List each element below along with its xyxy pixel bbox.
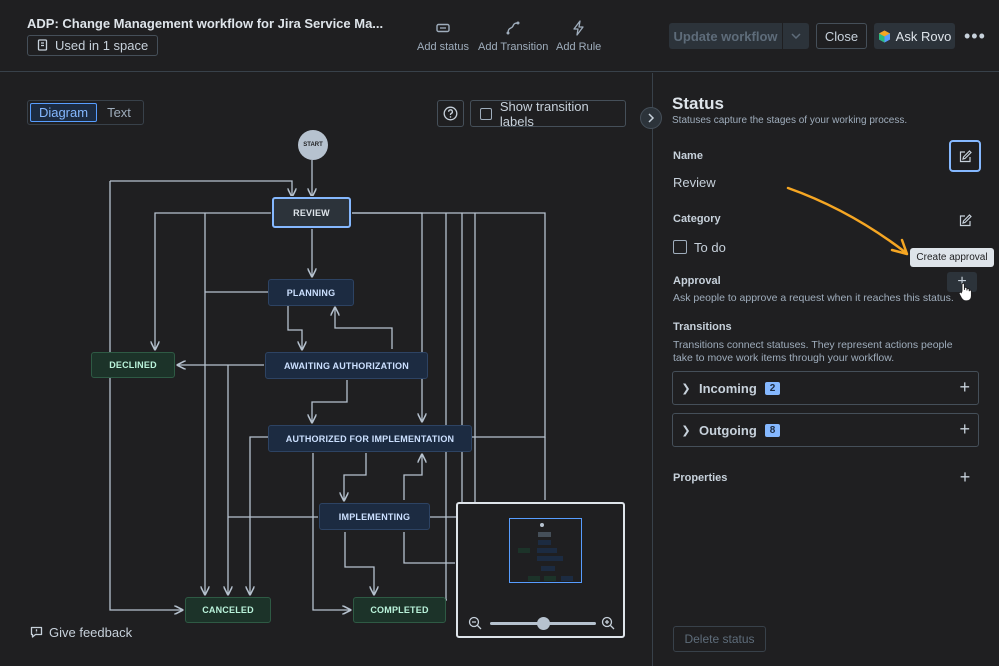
pencil-icon <box>959 149 972 162</box>
workflow-header: ADP: Change Management workflow for Jira… <box>0 0 999 72</box>
add-incoming-icon[interactable]: + <box>959 377 970 397</box>
give-feedback-button[interactable]: Give feedback <box>30 625 132 640</box>
more-options-icon[interactable]: ••• <box>964 26 986 46</box>
status-node-declined[interactable]: DECLINED <box>91 352 175 378</box>
chevron-right-icon: ❯ <box>681 382 691 395</box>
chevron-right-icon <box>648 113 655 123</box>
close-button[interactable]: Close <box>816 23 867 49</box>
hand-cursor-icon <box>958 282 972 302</box>
approval-description: Ask people to approve a request when it … <box>673 292 954 304</box>
question-icon <box>443 106 458 121</box>
outgoing-transitions-section[interactable]: ❯ Outgoing 8 + <box>672 413 979 447</box>
category-label: Category <box>673 213 721 225</box>
help-button[interactable] <box>437 100 464 127</box>
minimap[interactable] <box>456 502 625 638</box>
minimap-viewport[interactable] <box>509 518 582 583</box>
edit-name-button[interactable] <box>949 140 981 172</box>
name-label: Name <box>673 150 703 162</box>
category-value: To do <box>694 240 726 255</box>
add-transition-label: Add Transition <box>478 41 549 53</box>
plus-icon: + <box>957 273 967 290</box>
show-transition-labels-toggle[interactable]: Show transition labels <box>470 98 626 129</box>
status-node-planning[interactable]: PLANNING <box>268 279 354 306</box>
show-labels-checkbox[interactable] <box>480 107 492 120</box>
add-approval-button[interactable]: + <box>947 272 977 292</box>
outgoing-count-badge: 8 <box>764 423 781 437</box>
collapse-panel-button[interactable] <box>640 107 662 129</box>
used-in-spaces-label: Used in 1 space <box>55 38 149 53</box>
give-feedback-label: Give feedback <box>49 625 133 640</box>
incoming-count-badge: 2 <box>764 381 781 395</box>
annotation-arrow-icon <box>786 186 909 256</box>
transitions-label: Transitions <box>673 321 732 333</box>
plus-icon: + <box>959 466 971 487</box>
incoming-label: Incoming <box>699 380 757 396</box>
status-details-panel <box>652 73 999 666</box>
status-node-review[interactable]: REVIEW <box>272 197 351 228</box>
add-rule-label: Add Rule <box>556 41 602 53</box>
zoom-slider-handle[interactable] <box>536 617 550 630</box>
workflow-title: ADP: Change Management workflow for Jira… <box>27 16 384 31</box>
zoom-out-icon[interactable] <box>468 616 482 630</box>
panel-title: Status <box>672 94 724 113</box>
zoom-control <box>468 616 616 630</box>
used-in-spaces-button[interactable]: Used in 1 space <box>27 35 159 56</box>
show-transition-labels-label: Show transition labels <box>499 98 589 129</box>
add-transition-tool[interactable]: Add Transition <box>478 20 548 53</box>
ask-rovo-label: Ask Rovo <box>895 28 952 44</box>
status-node-implementing[interactable]: IMPLEMENTING <box>319 503 430 530</box>
status-node-completed[interactable]: COMPLETED <box>353 597 446 623</box>
update-workflow-label: Update workflow <box>673 28 778 44</box>
edit-category-button[interactable] <box>955 210 975 230</box>
rovo-icon <box>878 30 890 42</box>
transitions-description-line-2: take to move work items through your wor… <box>673 352 895 364</box>
lightning-icon <box>572 20 584 36</box>
add-rule-tool[interactable]: Add Rule <box>556 20 601 53</box>
add-status-tool[interactable]: Add status <box>417 20 469 53</box>
tab-text[interactable]: Text <box>107 105 131 120</box>
start-node[interactable]: START <box>298 130 328 160</box>
add-status-label: Add status <box>417 41 469 53</box>
status-node-authorized-for-implementation[interactable]: AUTHORIZED FOR IMPLEMENTATION <box>268 425 472 452</box>
view-toggle: Diagram Text <box>27 100 144 125</box>
status-icon <box>436 23 450 33</box>
document-icon <box>37 39 48 51</box>
add-outgoing-icon[interactable]: + <box>959 419 970 439</box>
status-node-awaiting-authorization[interactable]: AWAITING AUTHORIZATION <box>265 352 428 379</box>
add-property-button[interactable]: + <box>955 467 975 487</box>
chevron-down-icon[interactable] <box>782 23 809 49</box>
update-workflow-button[interactable]: Update workflow <box>669 23 809 49</box>
category-todo-checkbox <box>673 240 687 254</box>
pencil-icon <box>959 213 972 226</box>
panel-subtitle: Statuses capture the stages of your work… <box>672 115 908 126</box>
properties-label: Properties <box>673 472 728 484</box>
delete-status-button[interactable]: Delete status <box>673 626 766 652</box>
transition-icon <box>506 21 520 35</box>
chevron-right-icon: ❯ <box>681 424 691 437</box>
incoming-transitions-section[interactable]: ❯ Incoming 2 + <box>672 371 979 405</box>
approval-label: Approval <box>673 275 721 287</box>
outgoing-label: Outgoing <box>699 422 757 438</box>
zoom-in-icon[interactable] <box>601 616 615 630</box>
feedback-icon <box>30 626 43 638</box>
create-approval-tooltip: Create approval <box>910 248 994 267</box>
ask-rovo-button[interactable]: Ask Rovo <box>874 23 955 49</box>
status-node-canceled[interactable]: CANCELED <box>185 597 271 623</box>
transitions-description-line-1: Transitions connect statuses. They repre… <box>673 339 953 351</box>
tab-diagram[interactable]: Diagram <box>30 103 97 122</box>
status-name-value: Review <box>673 175 716 190</box>
